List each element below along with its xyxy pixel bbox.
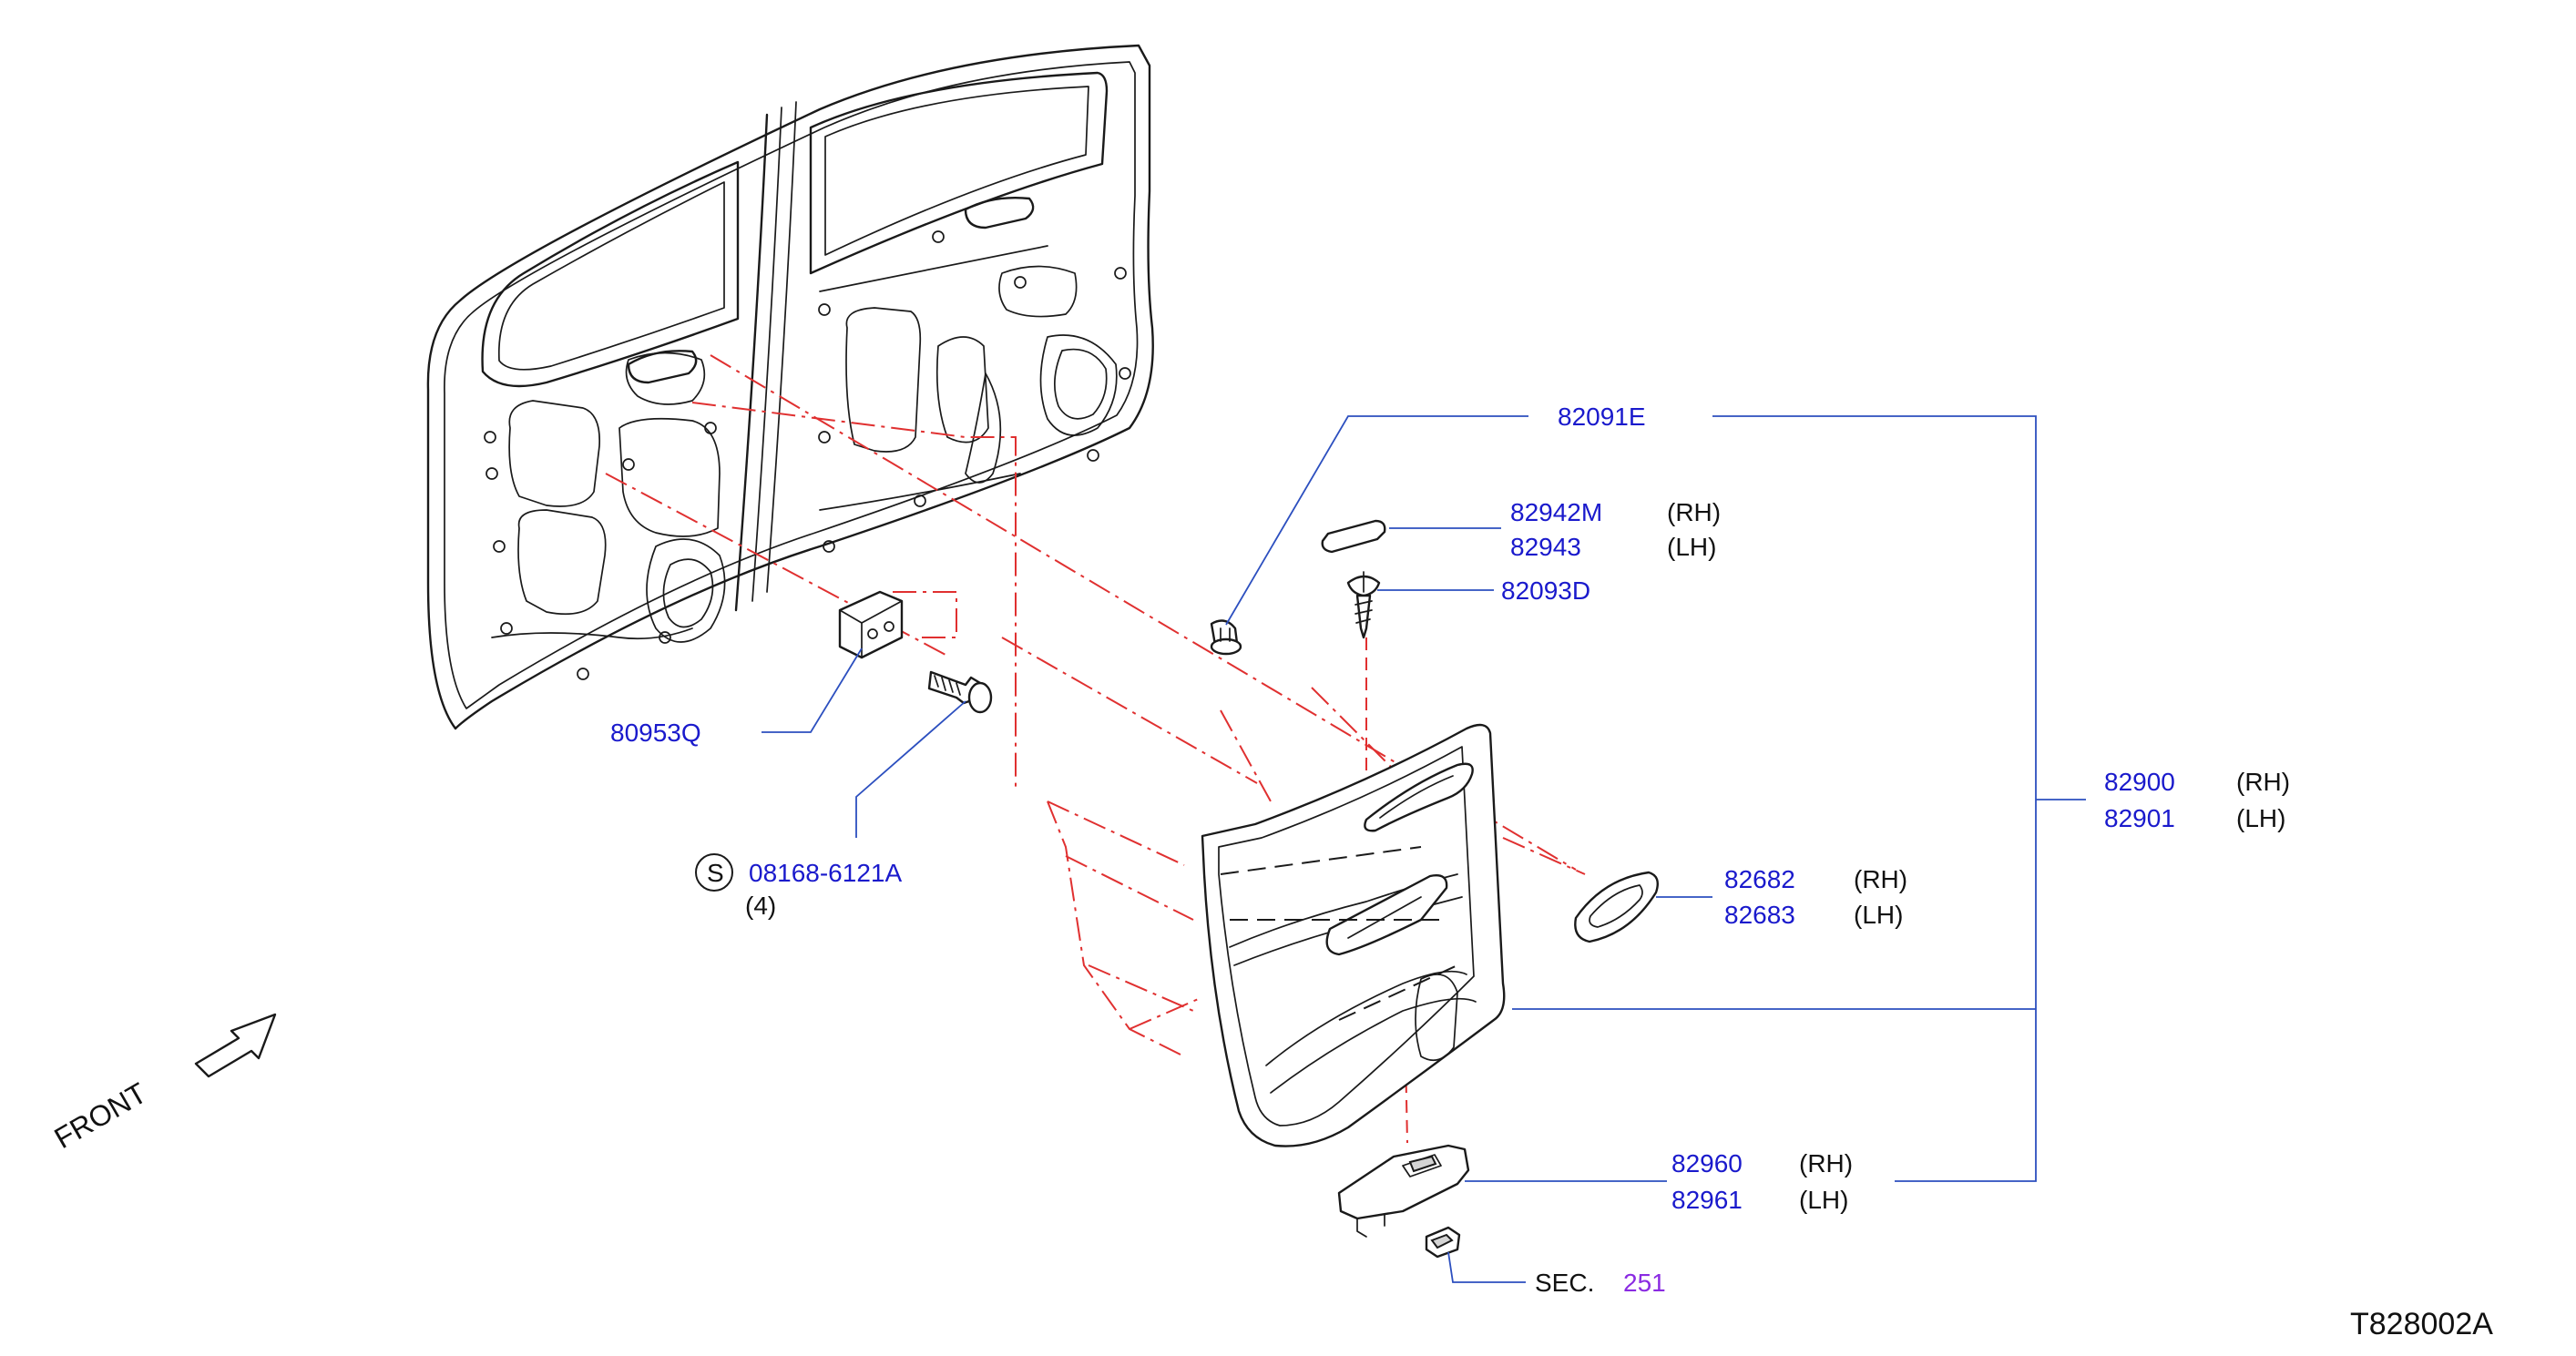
door-trim-panel-illustration: [1201, 723, 1506, 1147]
escutcheon-82682-illustration: [1574, 871, 1659, 943]
callout-08168-qty: (4): [745, 892, 776, 920]
callout-82960-part: 82960: [1671, 1149, 1743, 1178]
callout-82961-part: 82961: [1671, 1186, 1743, 1214]
callout-08168-part: 08168-6121A: [749, 859, 902, 887]
diagram-ref-code: T828002A: [2350, 1307, 2493, 1341]
screw-symbol-letter: S: [707, 859, 724, 887]
callout-80953q-part: 80953Q: [610, 719, 701, 747]
callout-82683-side: (LH): [1854, 901, 1903, 929]
callout-82900-part: 82900: [2104, 768, 2175, 796]
callout-82943-part: 82943: [1510, 533, 1581, 561]
switch-finisher-82960-illustration: [1337, 1144, 1470, 1238]
callout-82682-part: 82682: [1724, 865, 1795, 893]
screw-symbol-icon: S: [695, 853, 733, 892]
callout-82901-side: (LH): [2236, 804, 2285, 832]
bracket-80953q-illustration: [838, 590, 904, 659]
callout-82960-side: (RH): [1799, 1149, 1853, 1178]
clip-82091e-illustration: [1210, 619, 1242, 656]
callout-82901-part: 82901: [2104, 804, 2175, 832]
section-ref-prefix: SEC.: [1535, 1269, 1594, 1297]
callout-82942m-part: 82942M: [1510, 498, 1602, 526]
callout-82961-side: (LH): [1799, 1186, 1848, 1214]
bolt-08168-illustration: [927, 670, 993, 714]
leader-lines: [762, 415, 2086, 1283]
callout-82093d-part: 82093D: [1501, 576, 1590, 605]
cap-82942m-illustration: [1321, 519, 1386, 554]
callout-82900-side: (RH): [2236, 768, 2290, 796]
callout-82091e-part: 82091E: [1558, 403, 1646, 431]
callout-82942m-side: (RH): [1667, 498, 1721, 526]
connector-sec251-illustration: [1425, 1226, 1461, 1259]
screw-82093d-illustration: [1346, 571, 1381, 639]
door-inner-panel-illustration: [426, 44, 1154, 730]
section-ref-number: 251: [1623, 1269, 1666, 1297]
callout-82683-part: 82683: [1724, 901, 1795, 929]
callout-82682-side: (RH): [1854, 865, 1907, 893]
front-arrow-icon: [194, 1013, 277, 1078]
callout-82943-side: (LH): [1667, 533, 1716, 561]
front-label: FRONT: [49, 1076, 152, 1155]
